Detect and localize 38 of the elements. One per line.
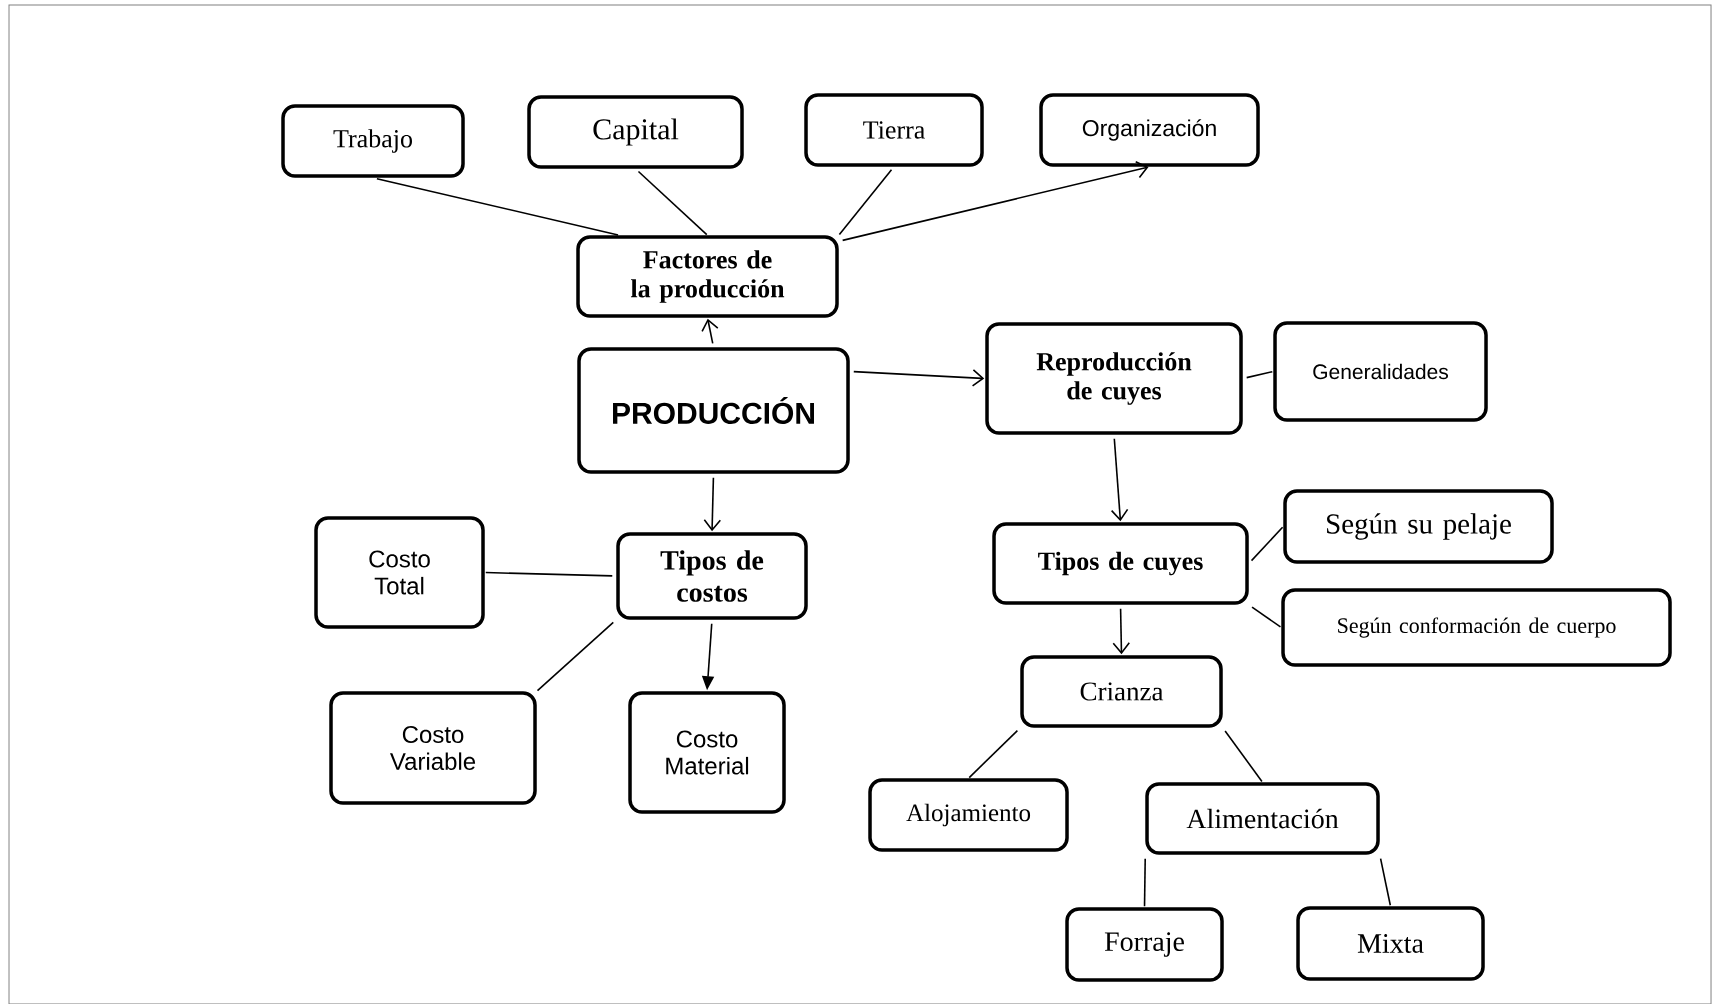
concept-box: Forraje — [1065, 907, 1224, 982]
concept-box: Según conformación de cuerpo — [1281, 588, 1672, 667]
connector — [841, 161, 1149, 242]
concept-box: Tipos de costos — [616, 532, 808, 620]
concept-box: Costo Variable — [329, 691, 537, 805]
concept-box: Según su pelaje — [1283, 489, 1554, 564]
connector — [1251, 606, 1282, 628]
connector — [1143, 857, 1146, 908]
concept-box: Costo Total — [314, 516, 485, 629]
connector — [637, 170, 708, 236]
connector — [968, 729, 1019, 779]
concept-box: Trabajo — [281, 104, 465, 178]
connector — [1224, 730, 1263, 783]
concept-box: Tipos de cuyes — [992, 522, 1249, 605]
concept-box: Generalidades — [1273, 321, 1488, 422]
connector — [1250, 526, 1284, 562]
concept-box: Capital — [527, 95, 744, 169]
connector — [484, 571, 614, 577]
connector — [376, 177, 619, 236]
connector — [1245, 370, 1274, 379]
concept-box: Crianza — [1020, 655, 1223, 728]
concept-box: Alimentación — [1145, 782, 1380, 855]
connector — [1112, 607, 1131, 655]
connector — [852, 369, 985, 387]
connector — [703, 476, 722, 532]
connector — [838, 169, 893, 236]
concept-box: Tierra — [804, 93, 984, 167]
concept-box: Factores de la producción — [576, 235, 839, 318]
concept-box: PRODUCCIÓN — [577, 347, 850, 474]
concept-box: Organización — [1039, 93, 1260, 167]
concept-box: Alojamiento — [868, 778, 1069, 852]
concept-box: Mixta — [1296, 906, 1485, 981]
connector — [701, 318, 719, 345]
concept-box: Reproducción de cuyes — [985, 322, 1243, 435]
connector — [1379, 857, 1392, 907]
connector — [1110, 437, 1129, 522]
connector — [536, 621, 615, 692]
concept-box: Costo Material — [628, 691, 786, 814]
